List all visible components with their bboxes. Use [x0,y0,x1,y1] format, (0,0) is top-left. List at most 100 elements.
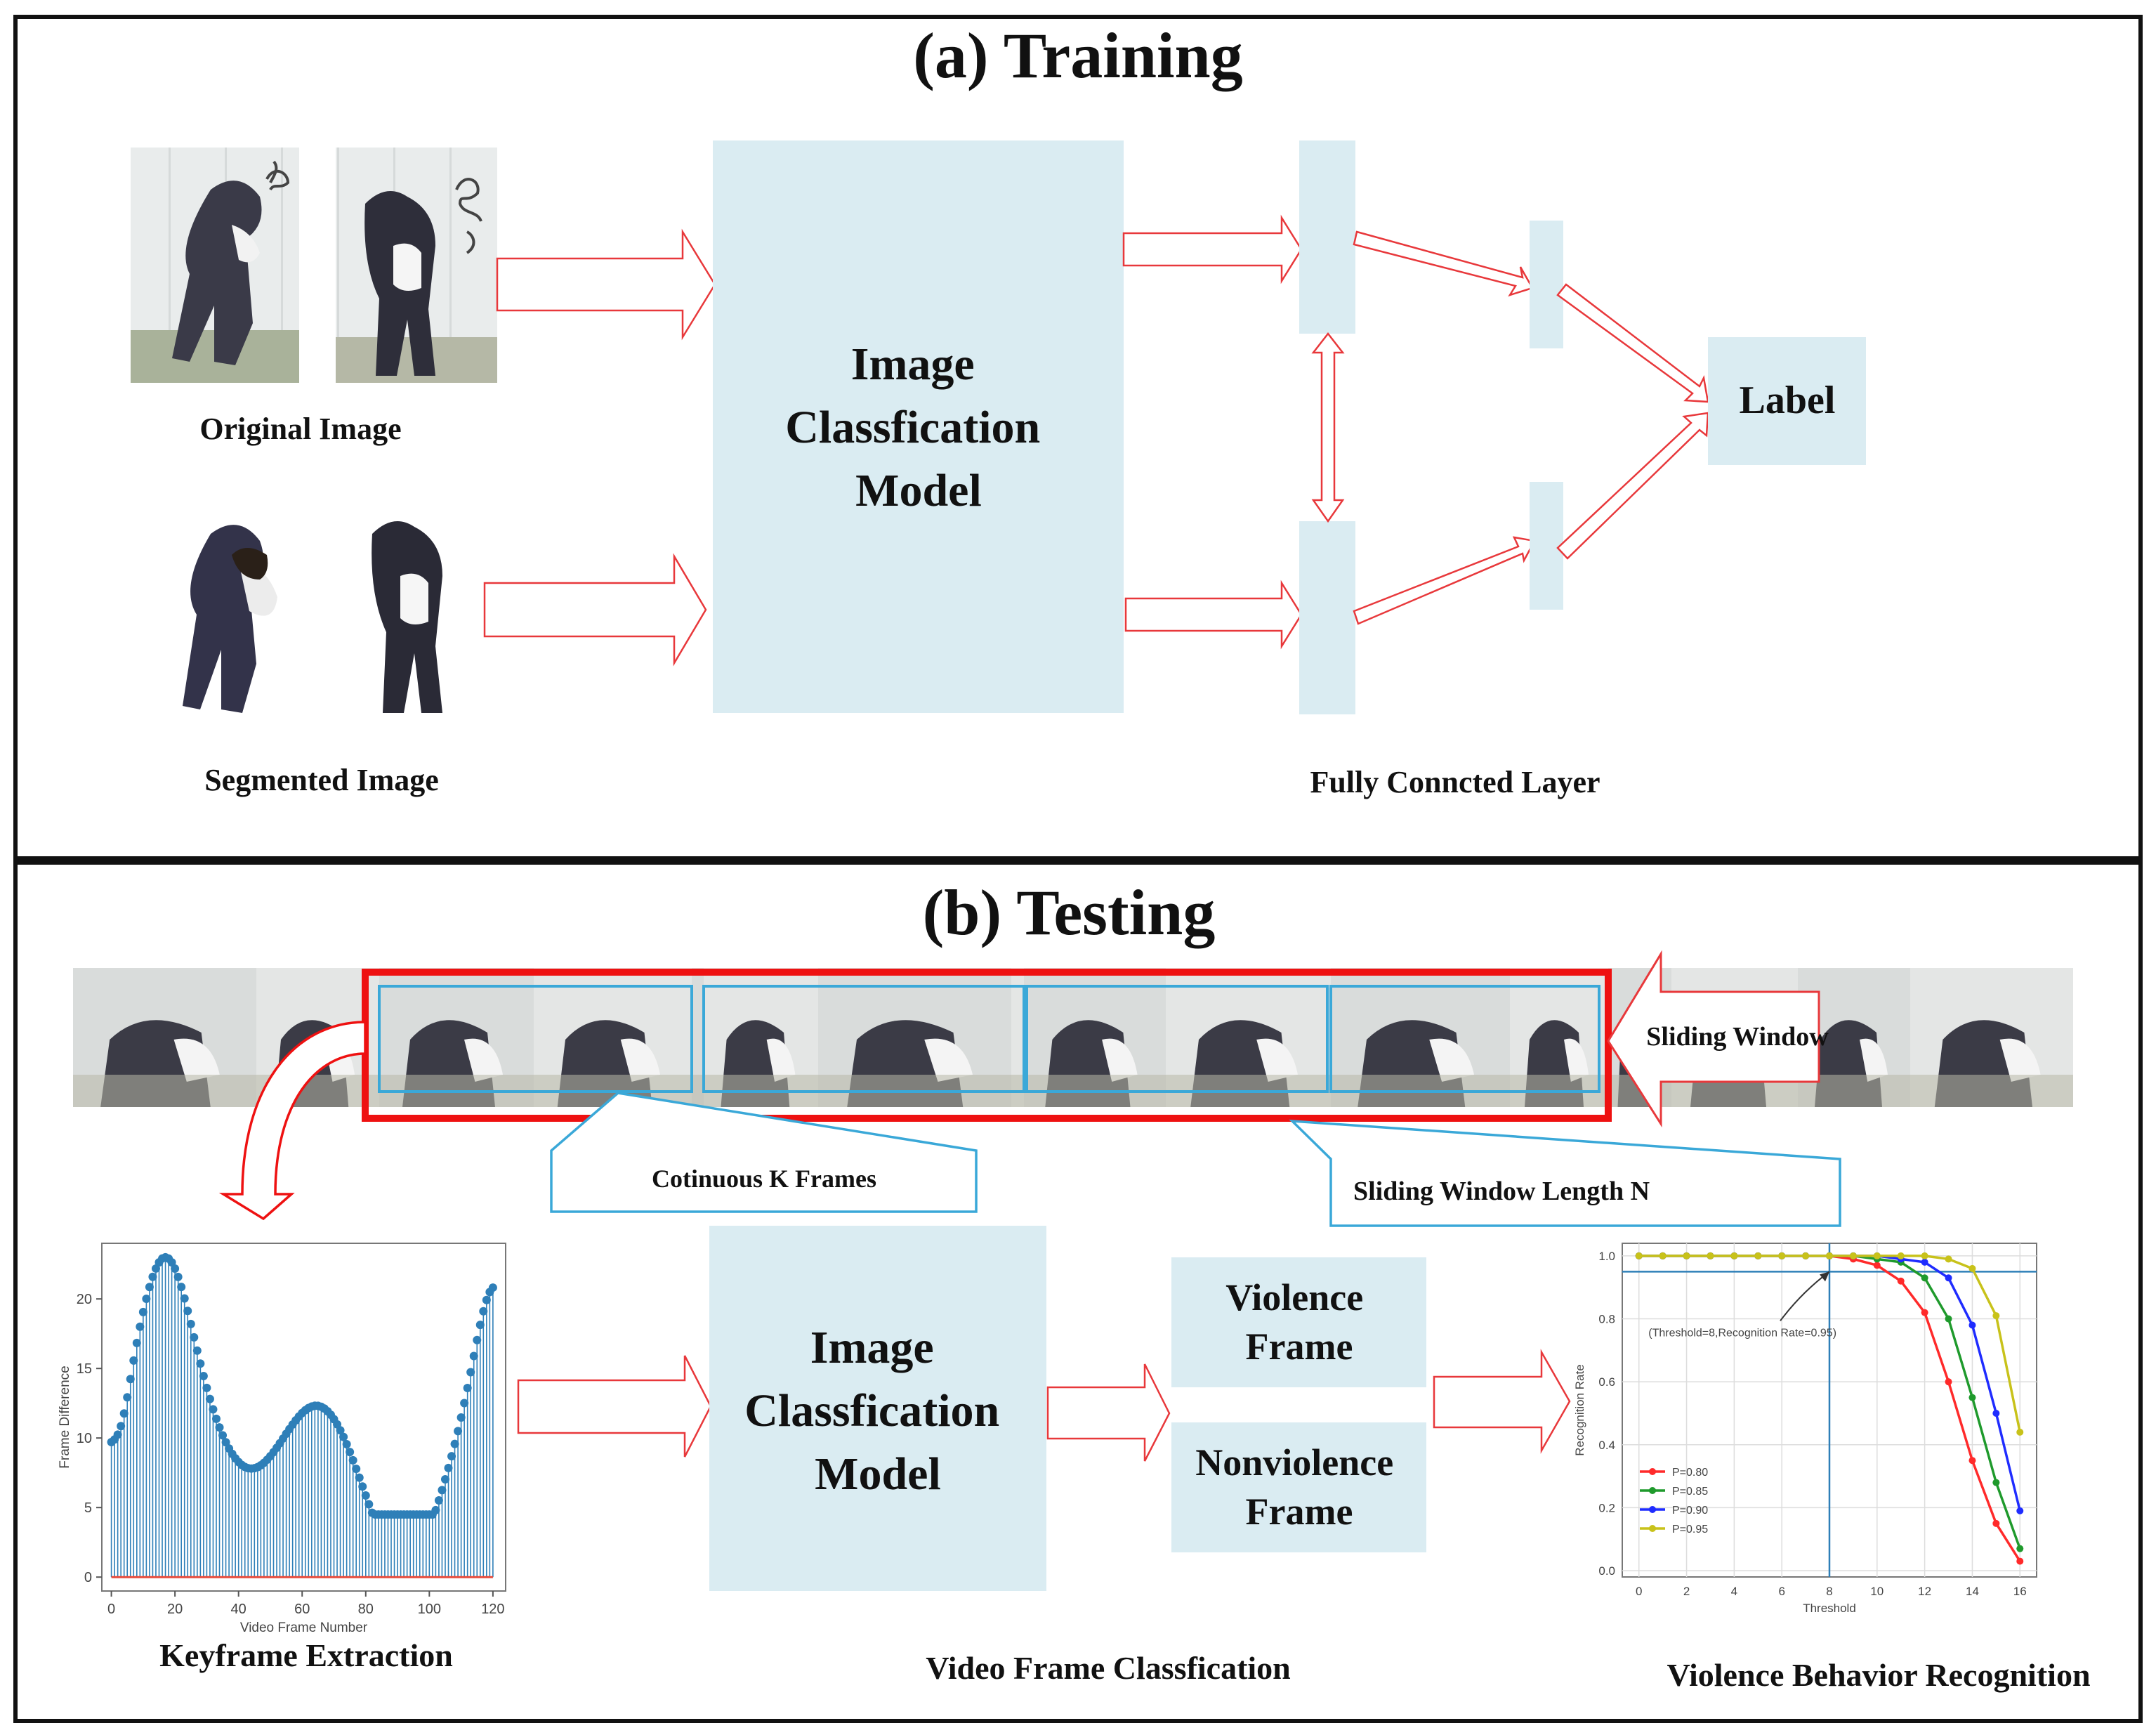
sliding-window-arrow [1607,950,1820,1128]
strip-shirt [1860,1038,1888,1082]
arrow-segmented-to-model [483,553,707,667]
testing-panel [13,860,2143,1723]
keyframe-point [209,1405,218,1414]
keyframe-ytick-label: 15 [77,1361,92,1377]
window-length-label: Sliding Window Length N [1353,1177,1650,1206]
keyframe-point [358,1482,367,1491]
fc-layer-top [1299,140,1355,334]
keyframe-point [218,1431,228,1440]
rr-series-point [1921,1252,1928,1259]
strip-shirt [766,1038,796,1082]
rr-series-point [1945,1315,1952,1323]
testing-model-box [709,1226,1046,1591]
rr-series-point [1992,1519,2000,1527]
keyframe-point [132,1338,141,1347]
strip-shirt [620,1038,660,1082]
rr-series-point [1968,1264,1976,1272]
keyframe-point [196,1359,205,1368]
nonviolence-frame-label: Nonviolence Frame [1195,1441,1402,1533]
keyframe-ytick-label: 20 [77,1292,92,1307]
rr-xtick-label: 4 [1731,1585,1737,1598]
keyframe-point [352,1465,361,1474]
rr-ytick-label: 0.4 [1598,1439,1615,1452]
keyframe-point [192,1346,202,1355]
rr-ylabel: Recognition Rate [1573,1364,1586,1455]
arrow-original-to-model [496,228,716,341]
strip-shirt [1429,1038,1474,1082]
rr-series-point [1826,1252,1833,1259]
original-image-1 [131,148,299,383]
rr-series-point [1945,1255,1952,1263]
keyframe-caption: Keyframe Extraction [159,1637,453,1673]
keyframe-point [211,1414,221,1423]
arrow-small-bottom-to-label [1556,412,1709,560]
keyframe-point [151,1264,160,1273]
rr-series-point [1968,1457,1976,1465]
arrow-model-to-frames [1046,1363,1171,1462]
rr-series-point [1921,1258,1928,1266]
keyframe-point [117,1422,126,1431]
strip-shirt [1564,1038,1589,1082]
rr-series-point [1754,1252,1762,1259]
rr-series-point [1921,1309,1928,1316]
arrow-fc-bottom-to-small [1353,536,1536,625]
rr-ytick-label: 0.0 [1598,1564,1615,1578]
training-model-label: Image Classfication Model [785,339,1052,516]
rr-legend-label: P=0.80 [1672,1467,1708,1479]
video-frame-strip [73,968,2073,1107]
rr-ytick-label: 0.2 [1598,1501,1615,1514]
rr-series-point [1849,1252,1857,1259]
keyframe-xtick-label: 120 [481,1602,504,1617]
rr-ytick-label: 0.8 [1598,1313,1615,1326]
keyframe-point [342,1440,351,1449]
keyframe-point [454,1427,463,1436]
keyframe-xtick-label: 80 [358,1602,374,1617]
sliding-window-label: Sliding Window [1646,1022,1829,1052]
rr-series-point [1778,1252,1786,1259]
keyframe-point [145,1283,154,1292]
fc-layer-bottom [1299,521,1355,714]
keyframe-point [466,1368,475,1377]
training-model-box [713,140,1124,713]
rr-xtick-label: 16 [2013,1585,2027,1598]
hidden-layer-top [1530,221,1563,348]
keyframe-point [148,1272,157,1281]
keyframe-xtick-label: 20 [167,1602,183,1617]
keyframe-xtick-label: 0 [107,1602,115,1617]
fc-layer-label: Fully Conncted Layer [1310,765,1600,799]
arrow-small-top-to-label [1556,283,1709,403]
strip-shirt [173,1038,220,1082]
keyframe-point [482,1295,491,1304]
keyframe-point [364,1500,374,1509]
rr-series-point [1968,1321,1976,1329]
keyframe-point [142,1295,151,1304]
keyframe-point [171,1264,180,1274]
keyframe-point [129,1356,138,1365]
keyframe-point [339,1432,348,1441]
strip-shirt [924,1038,973,1082]
rr-legend-marker [1649,1525,1656,1532]
keyframe-xtick-label: 60 [294,1602,310,1617]
rr-xtick-label: 10 [1870,1585,1884,1598]
k-frames-box-1 [378,985,693,1093]
rr-series-point [1635,1252,1643,1259]
rr-legend-marker [1649,1487,1656,1494]
strip-shirt [464,1038,503,1082]
keyframe-point [123,1393,132,1402]
rr-legend-label: P=0.85 [1672,1486,1708,1498]
training-panel [13,15,2143,860]
keyframe-point [119,1409,129,1418]
keyframe-point [460,1399,469,1408]
original-image-label: Original Image [199,412,401,446]
window-length-callout [1289,1119,1841,1227]
rr-xtick-label: 8 [1826,1585,1832,1598]
rr-series-point [1992,1409,2000,1417]
rr-series-point [1802,1252,1810,1259]
keyframe-ylabel: Frame Difference [58,1366,72,1468]
violence-frame-box [1171,1257,1426,1387]
arrow-keyframe-to-model [517,1355,712,1458]
rr-annotation: (Threshold=8,Recognition Rate=0.95) [1648,1327,1836,1339]
k-frames-box-3 [1023,985,1329,1093]
rr-series-point [1897,1252,1905,1259]
